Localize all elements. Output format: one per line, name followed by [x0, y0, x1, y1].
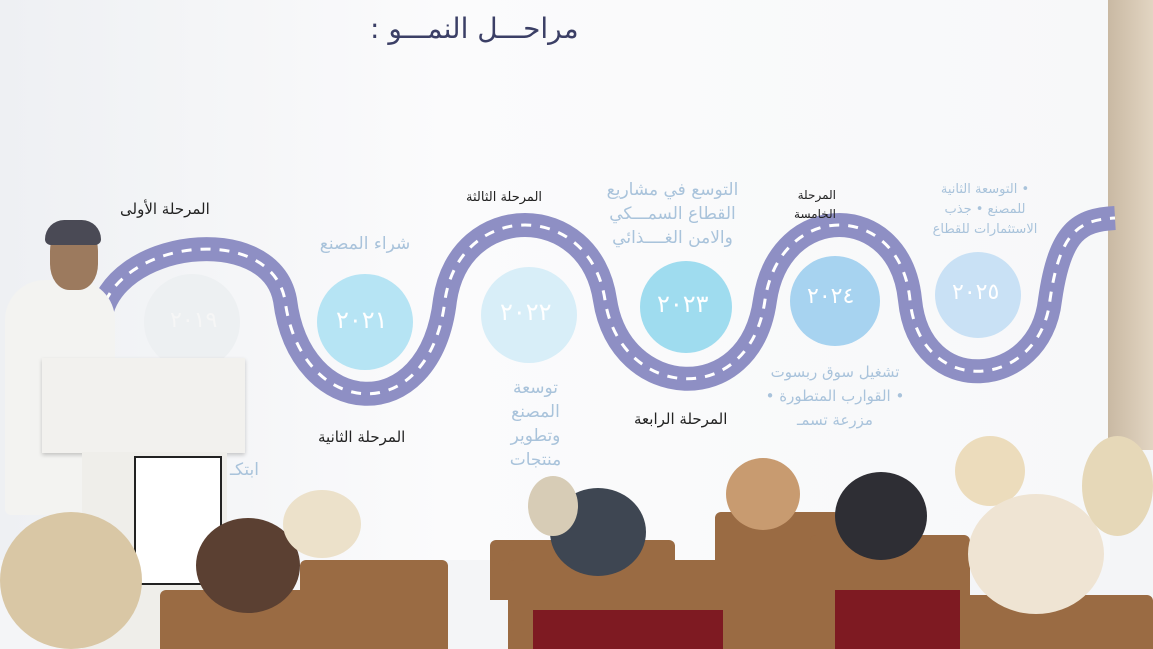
stage-desc-1: ابتكـ	[230, 460, 259, 480]
audience-member	[528, 476, 578, 536]
stage-desc-2: شراء المصنع	[319, 234, 411, 254]
year-circle-2019	[144, 274, 240, 370]
year-2021: ٢٠٢١	[336, 306, 388, 334]
stage-desc-5: تشغيل سوق ربسوت • القوارب المتطورة • مزر…	[765, 363, 905, 429]
stage-label-5: المرحلة الخامسة	[794, 188, 836, 221]
audience-member	[968, 494, 1104, 614]
year-2022: ٢٠٢٢	[500, 298, 552, 326]
audience-member	[196, 518, 300, 613]
year-2024: ٢٠٢٤	[807, 284, 855, 309]
speaker-turban	[45, 220, 101, 245]
year-2025: ٢٠٢٥	[952, 280, 1000, 305]
chair	[300, 560, 448, 649]
stage-desc-6: • التوسعة الثانية للمصنع • جذب الاستثمار…	[932, 182, 1038, 237]
stage-label-2: المرحلة الثانية	[318, 428, 406, 446]
audience-member	[726, 458, 800, 530]
road-dashes	[98, 216, 1116, 396]
stage-desc-3: توسعة المصنع وتطوير منتجات	[509, 378, 562, 470]
stage-label-4: المرحلة الرابعة	[634, 410, 728, 428]
year-circle-2022	[481, 267, 577, 363]
stage-label-3: المرحلة الثالثة	[466, 190, 543, 205]
year-circle-2023	[640, 261, 732, 353]
audience-member	[283, 490, 361, 558]
audience-member	[0, 512, 142, 649]
audience-member	[955, 436, 1025, 506]
chair-cushion	[835, 590, 960, 649]
year-circle-2021	[317, 274, 413, 370]
stage-label-1: المرحلة الأولى	[120, 200, 210, 218]
wood-wall-panel	[1108, 0, 1153, 450]
stage-desc-4: التوسع في مشاريع القطاع السمـــكي والامن…	[606, 180, 739, 248]
audience-member	[835, 472, 927, 560]
slide-title: مراحـــل النمـــو :	[370, 12, 579, 45]
year-2023: ٢٠٢٣	[657, 290, 709, 318]
podium	[42, 358, 245, 453]
audience-member	[1082, 436, 1153, 536]
chair-cushion	[533, 610, 723, 649]
year-circle-2025	[935, 252, 1021, 338]
year-2019: ٢٠١٩	[170, 308, 218, 333]
year-circle-2024	[790, 256, 880, 346]
